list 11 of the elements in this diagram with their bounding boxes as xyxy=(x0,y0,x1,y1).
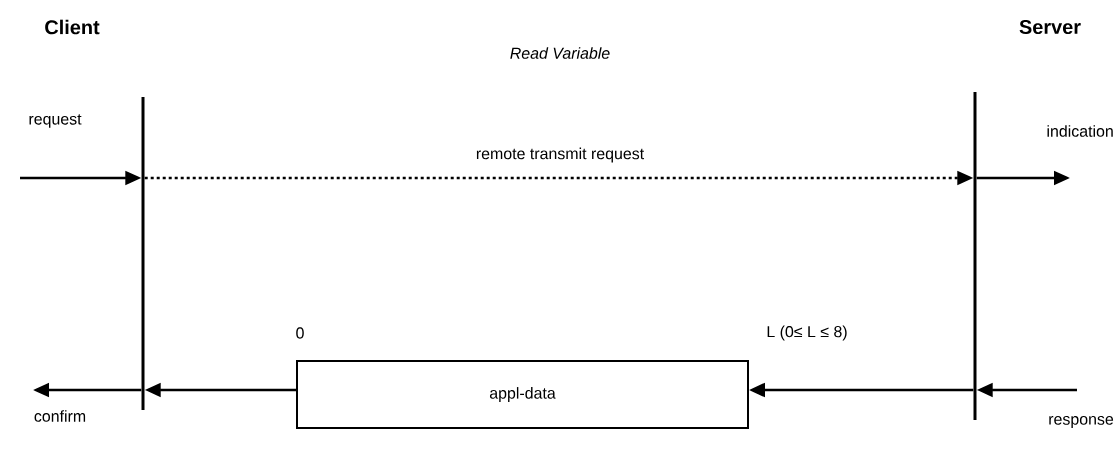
edge-label: response xyxy=(1049,416,1114,428)
position-label: 0 xyxy=(296,327,304,339)
edge-label: remote transmit request xyxy=(476,147,644,163)
node-label: Server xyxy=(1019,19,1081,35)
position-label: L (0≤ L ≤ 8) xyxy=(767,325,847,341)
data-box: appl-data xyxy=(296,360,749,429)
edge-label: indication xyxy=(1047,125,1113,137)
edge-label: confirm xyxy=(34,410,86,422)
node-label: Client xyxy=(45,19,100,35)
title: Read Variable xyxy=(510,47,610,59)
edge-label: request xyxy=(29,114,82,128)
